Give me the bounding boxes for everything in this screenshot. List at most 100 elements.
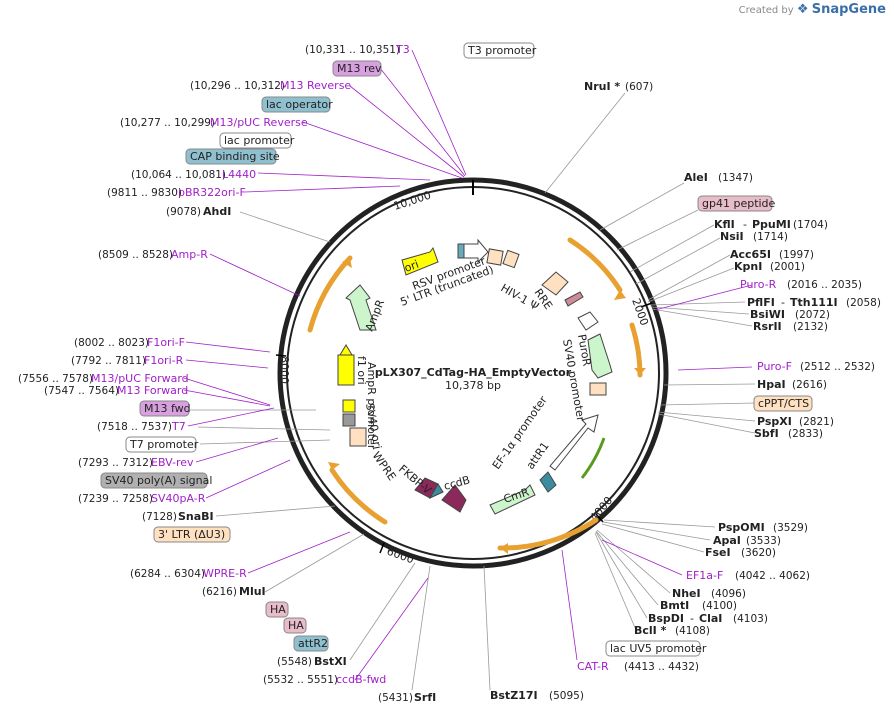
primer-puro-f-range: (2512 .. 2532) — [800, 361, 875, 373]
primer-lines — [183, 49, 753, 681]
orf-arrow-4 — [329, 467, 388, 525]
ha-box-2-label: HA — [288, 619, 304, 632]
enzyme-kfli-sep: - — [743, 218, 747, 231]
rre-feature — [541, 271, 569, 296]
primer-puro-r-range: (2016 .. 2035) — [787, 279, 862, 291]
lac-operator-box — [261, 96, 331, 113]
enzyme-nsii: NsiI — [720, 230, 744, 243]
plasmid-name: pLX307_CdTag-HA_EmptyVector — [375, 366, 572, 379]
enzyme-pflfi-sep: - — [781, 296, 785, 309]
primer-f1ori-f: F1ori-F — [147, 336, 185, 349]
enzyme-acc65i-pos: (1997) — [779, 249, 814, 261]
enzyme-nsii-pos: (1714) — [753, 231, 788, 243]
enzyme-pflfi-pos: (2058) — [846, 297, 881, 309]
primer-t7-range: (7518 .. 7537) — [97, 421, 172, 433]
f1ori-label: f1 ori — [355, 356, 368, 385]
primer-l4440: L4440 — [222, 168, 256, 181]
primer-pbr322: pBR322ori-F — [178, 186, 246, 199]
m13-rev-box-label: M13 rev — [337, 62, 382, 75]
enzyme-ppumi: PpuMI — [752, 218, 791, 231]
enzyme-kpni: KpnI — [734, 260, 762, 273]
snapgene-logo-icon: ❖ — [796, 2, 809, 17]
orf-arrow-green — [580, 437, 606, 479]
ha-box-2 — [283, 617, 307, 634]
enzyme-sbfi: SbfI — [754, 427, 779, 440]
enzyme-clai: ClaI — [699, 612, 722, 625]
cppt-box — [753, 395, 813, 412]
primer-t3-range: (10,331 .. 10,351) — [305, 44, 400, 56]
primer-ccdb-fwd-range: (5532 .. 5551) — [263, 674, 338, 686]
enzyme-snabi-pos: (7128) — [142, 511, 177, 523]
orf-arrow-1 — [567, 237, 623, 293]
puror-feature — [587, 333, 613, 379]
gp41-feature — [564, 291, 584, 307]
tick-2000 — [640, 302, 653, 308]
sv40-box — [342, 413, 356, 427]
primer-l4440-range: (10,064 .. 10,081) — [131, 169, 226, 181]
enzyme-bmti-pos: (4100) — [702, 600, 737, 612]
primer-puro-r: Puro-R — [740, 278, 777, 291]
enzyme-bspdi: BspDI — [648, 612, 684, 625]
primer-cat-r-range: (4413 .. 4432) — [624, 661, 699, 673]
enzyme-fsei: FseI — [705, 546, 731, 559]
primer-m13-puc-reverse: M13/pUC Reverse — [210, 116, 308, 129]
attr1-feature — [539, 471, 557, 493]
enzyme-nhei-pos: (4096) — [711, 588, 746, 600]
ori-feature — [401, 246, 439, 276]
primer-f1ori-f-range: (8002 .. 8023) — [74, 337, 149, 349]
enzyme-nrui-pos: (607) — [625, 81, 653, 93]
primer-puro-f: Puro-F — [757, 360, 792, 373]
enzyme-alei-pos: (1347) — [718, 172, 753, 184]
primer-t7: T7 — [171, 420, 186, 433]
primer-m13-puc-reverse-range: (10,277 .. 10,299) — [120, 117, 215, 129]
lac-uv5-box-label: lac UV5 promoter — [610, 642, 707, 655]
ha-box-1 — [265, 601, 289, 618]
t3-promoter-box — [463, 42, 535, 59]
enzyme-fsei-pos: (3620) — [741, 547, 776, 559]
lac-promoter-box — [219, 132, 292, 149]
cap-binding-box-label: CAP binding site — [190, 150, 280, 163]
enzyme-mlui: MluI — [239, 585, 266, 598]
enzyme-pspxi-pos: (2821) — [799, 416, 834, 428]
enzyme-pspomi-pos: (3529) — [773, 522, 808, 534]
primer-f1ori-r: F1ori-R — [144, 354, 184, 367]
hiv1psi-label: HIV-1 Ψ — [499, 281, 542, 313]
primer-ebv-rev: EBV-rev — [151, 456, 194, 469]
sv40-polya-box-label: SV40 poly(A) signal — [105, 474, 212, 487]
tick-8000 — [275, 354, 287, 357]
enzyme-bspdi-sep: - — [690, 612, 694, 625]
enzyme-bcli-pos: (4108) — [675, 625, 710, 637]
enzyme-apai-pos: (3533) — [746, 535, 781, 547]
enzyme-pspomi: PspOMI — [718, 521, 765, 534]
primer-ef1a-f-range: (4042 .. 4062) — [735, 570, 810, 582]
snapgene-brand: Created by ❖ SnapGene — [739, 2, 886, 17]
enzyme-rsrii: RsrII — [753, 320, 782, 333]
enzyme-bstz17i-pos: (5095) — [549, 690, 584, 702]
primer-cat-r: CAT-R — [577, 660, 609, 673]
ori-label: ori — [403, 258, 421, 275]
enzyme-bstxi: BstXI — [314, 655, 347, 668]
primer-m13-reverse: M13 Reverse — [280, 79, 351, 92]
ampr-feature — [345, 284, 377, 331]
tick-label-8000: 8000 — [278, 356, 291, 384]
gp41-box — [697, 195, 773, 212]
primer-amp-r-range: (8509 .. 8528) — [98, 249, 173, 261]
sv40-promoter-feature — [577, 311, 599, 331]
lac-operator-box-label: lac operator — [266, 98, 333, 111]
enzyme-rsrii-pos: (2132) — [793, 321, 828, 333]
puror-label: PuroR — [575, 333, 593, 367]
ef1a-feature — [549, 414, 599, 471]
plasmid-length: 10,378 bp — [445, 379, 501, 392]
enzyme-bstxi-pos: (5548) — [277, 656, 312, 668]
primer-m13-forward: M13 Forward — [117, 384, 188, 397]
enzyme-bsiwi-pos: (2072) — [795, 309, 830, 321]
leader-lines — [190, 92, 756, 691]
tick-4000 — [595, 513, 604, 523]
brand-app: SnapGene — [811, 2, 886, 17]
primer-m13-reverse-range: (10,296 .. 10,312) — [190, 80, 285, 92]
orf-arrow-2 — [629, 322, 643, 378]
enzyme-kfli: KflI — [714, 218, 735, 231]
enzyme-hpai: HpaI — [757, 378, 786, 391]
enzyme-bcli: BclI * — [634, 624, 667, 637]
